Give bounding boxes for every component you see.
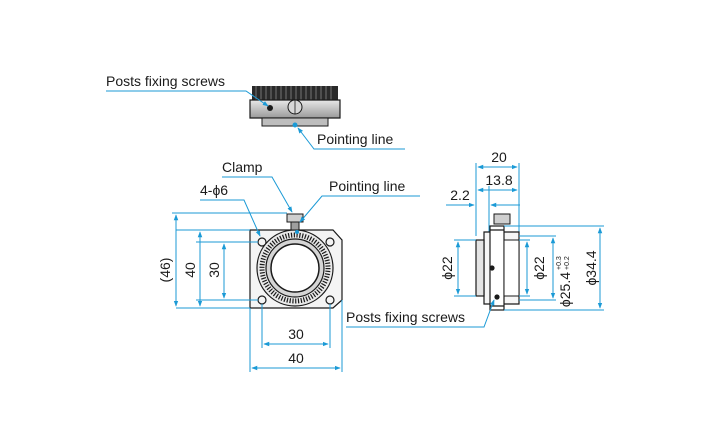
side-screw-icon: [489, 265, 495, 271]
dim-bore-dia: ϕ25.4: [557, 272, 573, 307]
top-posts-fixing-screws-label: Posts fixing screws: [106, 73, 225, 89]
dim-bore-dia-group: ϕ25.4 +0.3 +0.2: [556, 256, 573, 307]
dim-outer-dia: ϕ34.4: [583, 250, 599, 285]
top-pointing-line-label: Pointing line: [317, 131, 393, 147]
front-pointing-line-label: Pointing line: [329, 178, 405, 194]
holes-label: 4-ϕ6: [200, 182, 228, 198]
dim-hole-pitch-v: 30: [206, 262, 222, 278]
pointing-line-marker: [292, 122, 298, 128]
knurl-lines: [255, 86, 332, 100]
pointing-line-marker: [295, 230, 299, 234]
top-view: Posts fixing screws Pointing line: [106, 73, 405, 150]
dim-width: 40: [288, 350, 304, 366]
clamp-label: Clamp: [222, 159, 263, 175]
posts-fixing-screw-icon: [267, 105, 273, 111]
side-front-flange: [475, 239, 485, 297]
dim-length: 13.8: [485, 172, 512, 188]
dim-hole-pitch-h: 30: [288, 326, 304, 342]
dim-right-dia: ϕ22: [531, 256, 547, 280]
dim-height: 40: [182, 262, 198, 278]
dial-scale: [259, 232, 331, 304]
dim-bore-tol-upper: +0.3: [556, 256, 563, 270]
mounting-hole-icon: [325, 237, 335, 247]
dim-total-length: 20: [491, 149, 507, 165]
side-posts-fixing-screws-label: Posts fixing screws: [346, 309, 465, 325]
front-view: (46) 40 30 30 40 Clamp 4-ϕ6 Pointing lin…: [157, 159, 420, 372]
dim-outer-height: (46): [157, 258, 173, 283]
side-view: 20 13.8 2.2 ϕ22 ϕ22 ϕ25.4 +0.3 +0.2 ϕ34.…: [346, 149, 604, 328]
side-rear: [503, 239, 520, 297]
dim-offset: 2.2: [450, 187, 470, 203]
side-clamp-icon: [493, 213, 511, 225]
dim-left-dia: ϕ22: [439, 256, 455, 280]
dim-bore-tol-lower: +0.2: [564, 256, 571, 270]
side-screw-icon: [494, 294, 500, 300]
knurled-ring: [252, 86, 338, 100]
aperture: [270, 243, 320, 293]
